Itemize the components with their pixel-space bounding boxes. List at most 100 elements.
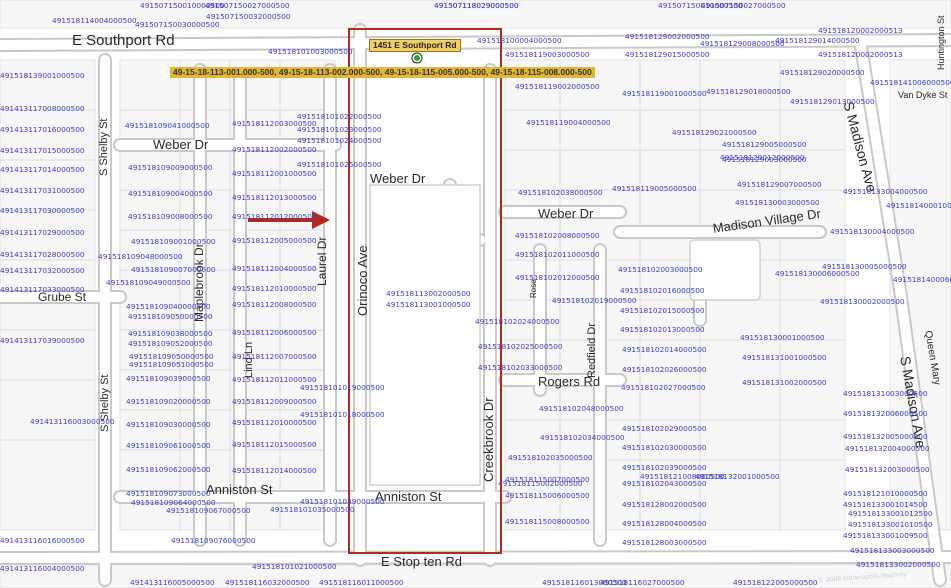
parcel-number-label[interactable]: 491518109052000500 xyxy=(128,339,213,348)
parcel-number-label[interactable]: 491518109050000500 xyxy=(128,312,213,321)
parcel-number-label[interactable]: 491518109076000500 xyxy=(171,536,256,545)
parcel-number-label[interactable]: 491518109008000500 xyxy=(128,212,213,221)
parcel-number-label[interactable]: 491518112008000500 xyxy=(232,300,317,309)
parcel-number-label[interactable]: 491518120002000513 xyxy=(818,50,903,59)
parcel-number-label[interactable]: 491518109073000500 xyxy=(126,489,211,498)
parcel-number-label[interactable]: 491518112003000500 xyxy=(232,119,317,128)
parcel-number-label[interactable]: 491518132003000500 xyxy=(845,465,930,474)
parcel-number-label[interactable]: 491413117028000500 xyxy=(0,250,85,259)
parcel-number-label[interactable]: 491518102014000500 xyxy=(622,345,707,354)
parcel-number-label[interactable]: 491518102025000500 xyxy=(478,342,563,351)
parcel-number-label[interactable]: 491518114004000500 xyxy=(52,16,137,25)
parcel-number-label[interactable]: 491518113002000500 xyxy=(386,289,471,298)
parcel-number-label[interactable]: 491518112015000500 xyxy=(232,440,317,449)
parcel-number-label[interactable]: 491518129014000500 xyxy=(775,36,860,45)
parcel-number-label[interactable]: 491518130002000500 xyxy=(820,297,905,306)
parcel-number-label[interactable]: 491518112009000500 xyxy=(232,397,317,406)
parcel-number-label[interactable]: 491413116005000500 xyxy=(130,578,215,587)
parcel-number-label[interactable]: 491518128004000500 xyxy=(622,519,707,528)
parcel-number-label[interactable]: 491518133001014500 xyxy=(843,500,928,509)
parcel-number-label[interactable]: 491413117015000500 xyxy=(0,146,85,155)
parcel-number-label[interactable]: 491518109049000500 xyxy=(106,278,191,287)
parcel-number-label[interactable]: 491518109020000500 xyxy=(126,397,211,406)
parcel-number-label[interactable]: 491518140001000513 xyxy=(886,201,951,210)
parcel-number-label[interactable]: 491518102024000500 xyxy=(475,317,560,326)
parcel-number-label[interactable]: 491518112001000500 xyxy=(232,169,317,178)
parcel-number-label[interactable]: 491518109030000500 xyxy=(126,420,211,429)
parcel-number-label[interactable]: 491518102034000500 xyxy=(540,433,625,442)
parcel-number-label[interactable]: 491518101025000500 xyxy=(297,160,382,169)
parcel-number-label[interactable]: 491518109062000500 xyxy=(126,465,211,474)
parcel-number-label[interactable]: 491518112006000500 xyxy=(232,328,317,337)
parcel-number-label[interactable]: 491507118029000500 xyxy=(434,1,519,10)
parcel-number-label[interactable]: 491518109051000500 xyxy=(129,360,214,369)
parcel-number-label[interactable]: 491518115008000500 xyxy=(505,517,590,526)
parcel-number-label[interactable]: 491518131002000500 xyxy=(742,378,827,387)
parcel-number-label[interactable]: 491518101039000500 xyxy=(300,497,385,506)
parcel-number-label[interactable]: 491518101003000500 xyxy=(268,47,353,56)
parcel-number-label[interactable]: 491518130001000500 xyxy=(740,333,825,342)
parcel-number-label[interactable]: 491518102016000500 xyxy=(620,286,705,295)
parcel-number-label[interactable]: 491518121008000500 xyxy=(640,472,725,481)
parcel-number-label[interactable]: 491518122005000500 xyxy=(733,578,818,587)
parcel-number-label[interactable]: 491518133004000500 xyxy=(843,187,928,196)
parcel-number-label[interactable]: 491518115002000500 xyxy=(498,479,583,488)
parcel-number-label[interactable]: 491518113001000500 xyxy=(386,300,471,309)
parcel-number-label[interactable]: 491518129018000500 xyxy=(706,87,791,96)
parcel-number-label[interactable]: 491518112011000500 xyxy=(232,375,317,384)
parcel-number-label[interactable]: 491518101018000500 xyxy=(300,410,385,419)
parcel-number-label[interactable]: 491518112005000500 xyxy=(232,236,317,245)
parcel-number-label[interactable]: 491518109039000500 xyxy=(126,374,211,383)
parcel-number-label[interactable]: 491518109064000500 xyxy=(131,498,216,507)
parcel-number-label[interactable]: 491518102038000500 xyxy=(518,188,603,197)
parcel-number-label[interactable]: 491518129008000500 xyxy=(700,39,785,48)
parcel-number-label[interactable]: 491507150027000500 xyxy=(205,1,290,10)
parcel-number-label[interactable]: 491518132006000500 xyxy=(843,409,928,418)
parcel-number-label[interactable]: 491518139001000500 xyxy=(0,71,85,80)
parcel-number-label[interactable]: 491413117008000500 xyxy=(0,104,85,113)
parcel-number-label[interactable]: 491518119004000500 xyxy=(526,118,611,127)
parcel-number-label[interactable]: 491518132005000500 xyxy=(843,432,928,441)
parcel-number-label[interactable]: 491518102035000500 xyxy=(508,453,593,462)
parcel-number-label[interactable]: 491518132001000500 xyxy=(695,472,780,481)
parcel-number-label[interactable]: 491518102030000500 xyxy=(622,443,707,452)
parcel-number-label[interactable]: 491413117030000500 xyxy=(0,206,85,215)
parcel-number-label[interactable]: 491518129012000500 xyxy=(720,153,805,162)
parcel-number-label[interactable]: 491518112013000500 xyxy=(232,193,317,202)
parcel-number-label[interactable]: 491507118029000500 xyxy=(434,1,519,10)
parcel-number-label[interactable]: 491518141006000500 xyxy=(870,78,951,87)
parcel-number-label[interactable]: 491518102043000500 xyxy=(622,479,707,488)
parcel-number-label[interactable]: 491518100004000500 xyxy=(477,36,562,45)
parcel-number-label[interactable]: 491518128003000500 xyxy=(622,538,707,547)
parcel-number-label[interactable]: 491518109004000500 xyxy=(128,189,213,198)
parcel-number-label[interactable]: 491518129007000500 xyxy=(737,180,822,189)
parcel-number-label[interactable]: 491518116027000500 xyxy=(600,578,685,587)
parcel-number-label[interactable]: 491518101024000500 xyxy=(297,136,382,145)
parcel-number-label[interactable]: 491518119003000500 xyxy=(505,50,590,59)
parcel-number-label[interactable]: 491518102003000500 xyxy=(618,265,703,274)
parcel-number-label[interactable]: 491507150032000500 xyxy=(206,12,291,21)
parcel-number-label[interactable]: 491518102013000500 xyxy=(620,325,705,334)
parcel-number-label[interactable]: 491518133001012500 xyxy=(848,509,933,518)
parcel-number-label[interactable]: 491413116004000500 xyxy=(0,564,85,573)
parcel-number-label[interactable]: 491518102029000500 xyxy=(622,424,707,433)
parcel-number-label[interactable]: 491518109041000500 xyxy=(125,121,210,130)
parcel-number-label[interactable]: 491518132004000500 xyxy=(845,444,930,453)
parcel-number-label[interactable]: 491518133002000500 xyxy=(856,560,941,569)
selected-parcel-outline[interactable] xyxy=(348,28,502,554)
parcel-number-label[interactable]: 491518119005000500 xyxy=(612,184,697,193)
parcel-number-label[interactable]: 491518109040000500 xyxy=(126,302,211,311)
parcel-number-label[interactable]: 491507150027000500 xyxy=(701,1,786,10)
parcel-number-label[interactable]: 491518131001000500 xyxy=(742,353,827,362)
parcel-number-label[interactable]: 491518112010000500 xyxy=(232,418,317,427)
parcel-number-label[interactable]: 491518102048000500 xyxy=(539,404,624,413)
parcel-number-label[interactable]: 491518115006000500 xyxy=(505,491,590,500)
parcel-number-label[interactable]: 491518116011000500 xyxy=(319,578,404,587)
parcel-number-label[interactable]: 491518102012000500 xyxy=(515,273,600,282)
parcel-number-label[interactable]: 491518121010000500 xyxy=(843,489,928,498)
parcel-number-label[interactable]: 491413117039000500 xyxy=(0,336,85,345)
parcel-number-label[interactable]: 491413117032000500 xyxy=(0,266,85,275)
parcel-number-label[interactable]: 491518119001000500 xyxy=(622,89,707,98)
parcel-number-label[interactable]: 491507150010000500 xyxy=(658,1,743,10)
parcel-number-label[interactable]: 491518102015000500 xyxy=(620,306,705,315)
